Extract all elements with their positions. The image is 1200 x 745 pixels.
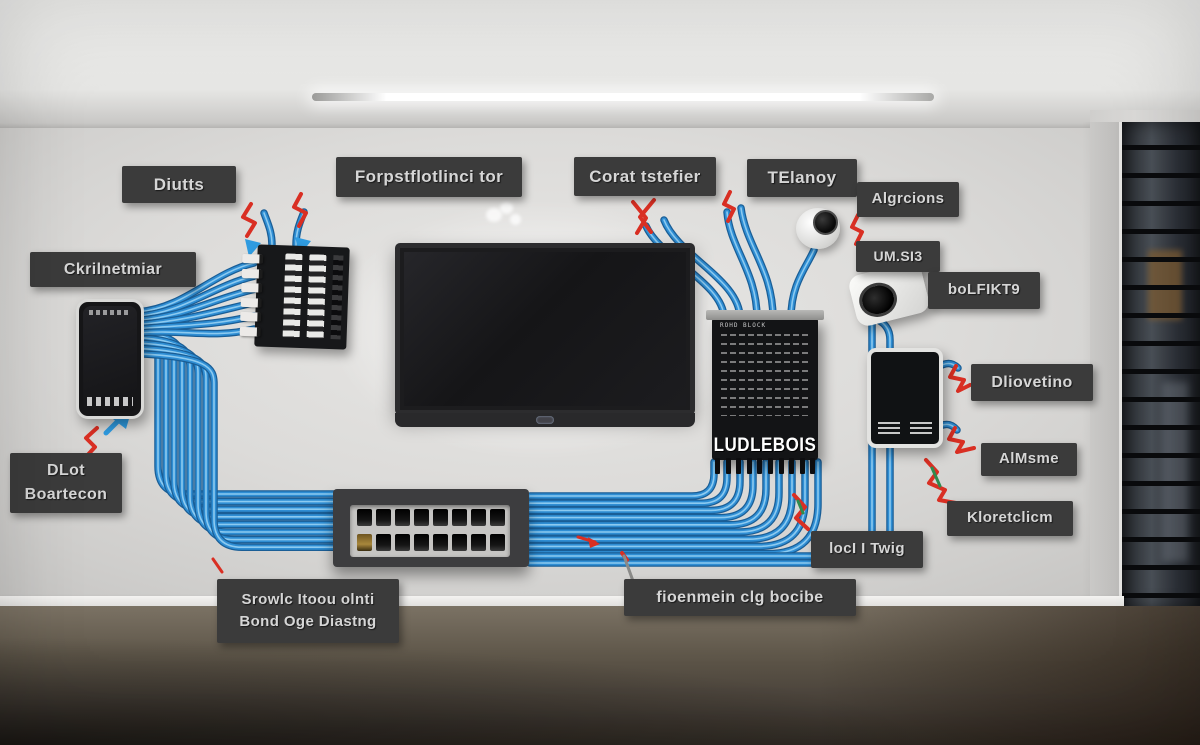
callout-line: Boartecon — [24, 486, 108, 503]
screen-text-row — [910, 422, 932, 435]
callout-line: Srowlc Itoou olnti — [241, 590, 375, 608]
window-slats — [1122, 122, 1200, 610]
rj45-port — [376, 509, 391, 526]
rj45-port — [414, 534, 429, 551]
tv-logo-icon — [536, 416, 554, 424]
network-switch — [333, 489, 529, 567]
terminal-pin — [789, 458, 795, 474]
rj45-port — [490, 509, 505, 526]
rj45-port — [376, 534, 391, 551]
screen-text-row — [878, 422, 900, 435]
callout-line: Bond Oge Diastng — [239, 613, 377, 630]
wall-ornament — [500, 202, 513, 214]
callout-line: DLot — [46, 462, 86, 479]
callout-forpstflotlinci-tor: Forpstflotlinci tor — [336, 157, 522, 197]
switch-port-panel — [350, 505, 510, 557]
wire-connector — [241, 268, 263, 279]
rj45-port — [490, 534, 505, 551]
terminal-block-brand: LUDLEBOIS — [713, 433, 817, 456]
patch-column — [306, 254, 327, 339]
thermostat-panel — [867, 348, 943, 448]
rj45-port — [471, 534, 486, 551]
callout-dliovetino: Dliovetino — [971, 364, 1093, 401]
wire-connector — [241, 282, 263, 293]
callout-fioenmein-clg-bocibe: fioenmein clg bocibe — [624, 579, 856, 616]
callout-srowlc: Srowlc Itoou olnti Bond Oge Diastng — [217, 579, 399, 643]
wall-ornament — [486, 208, 502, 222]
terminal-block-matrix — [721, 334, 809, 416]
callout-dlot-boartecon: DLot Boartecon — [10, 453, 122, 513]
terminal-pin — [799, 458, 805, 474]
wire-connector — [240, 311, 262, 322]
callout-algrcions: Algrcions — [857, 182, 959, 217]
terminal-pin — [715, 458, 720, 474]
wire-connector — [242, 253, 264, 264]
wall-control-panel — [76, 299, 144, 419]
patch-column — [282, 253, 303, 338]
wire-connector — [239, 326, 261, 337]
wall-ornament — [510, 214, 521, 225]
rj45-port — [414, 509, 429, 526]
louvered-window — [1122, 122, 1200, 610]
terminal-pin — [778, 458, 784, 474]
rj45-port — [395, 534, 410, 551]
terminal-pin — [810, 458, 816, 474]
screen-text-row — [89, 310, 131, 315]
rj45-port — [471, 509, 486, 526]
terminal-block-cap — [706, 310, 824, 320]
ludlebois-terminal-block: ROHD BLOCK LUDLEBOIS — [706, 310, 824, 474]
floor — [0, 606, 1200, 745]
linear-ceiling-light — [312, 93, 934, 101]
security-camera-icon — [796, 208, 840, 249]
callout-um-si3: UM.SI3 — [856, 241, 940, 272]
rj45-port — [452, 534, 467, 551]
wall-mounted-tv — [395, 243, 695, 427]
camera-lens — [813, 210, 838, 235]
terminal-patch-panel — [239, 244, 350, 350]
screen-text-row — [87, 397, 133, 406]
control-panel-screen — [83, 306, 137, 412]
callout-loci-i-twig: locI I Twig — [811, 531, 923, 568]
speaker-cone — [855, 278, 901, 321]
terminal-pin — [725, 458, 731, 474]
patch-rail — [330, 255, 344, 340]
callout-corat-tstefier: Corat tstefier — [574, 157, 716, 196]
rj45-port — [452, 509, 467, 526]
callout-diutts: Diutts — [122, 166, 236, 203]
rj45-port — [433, 534, 448, 551]
callout-bolfikt9: boLFIKT9 — [928, 272, 1040, 309]
terminal-pin — [736, 458, 742, 474]
terminal-pin — [757, 458, 763, 474]
rj45-port — [357, 534, 372, 551]
tv-screen — [404, 252, 686, 406]
terminal-pin — [746, 458, 752, 474]
terminal-block-header-text: ROHD BLOCK — [720, 322, 767, 329]
callout-almsme: AlMsme — [981, 443, 1077, 476]
floor-shadow — [0, 606, 1200, 745]
wire-connector — [240, 297, 262, 308]
rj45-port — [395, 509, 410, 526]
callout-ckrilnetmiar: Ckrilnetmiar — [30, 252, 196, 287]
terminal-pin — [768, 458, 773, 474]
rj45-port — [357, 509, 372, 526]
callout-kloretclicm: Kloretclicm — [947, 501, 1073, 536]
rj45-port — [433, 509, 448, 526]
callout-telanoy: TElanoy — [747, 159, 857, 197]
ceiling — [0, 0, 1200, 128]
